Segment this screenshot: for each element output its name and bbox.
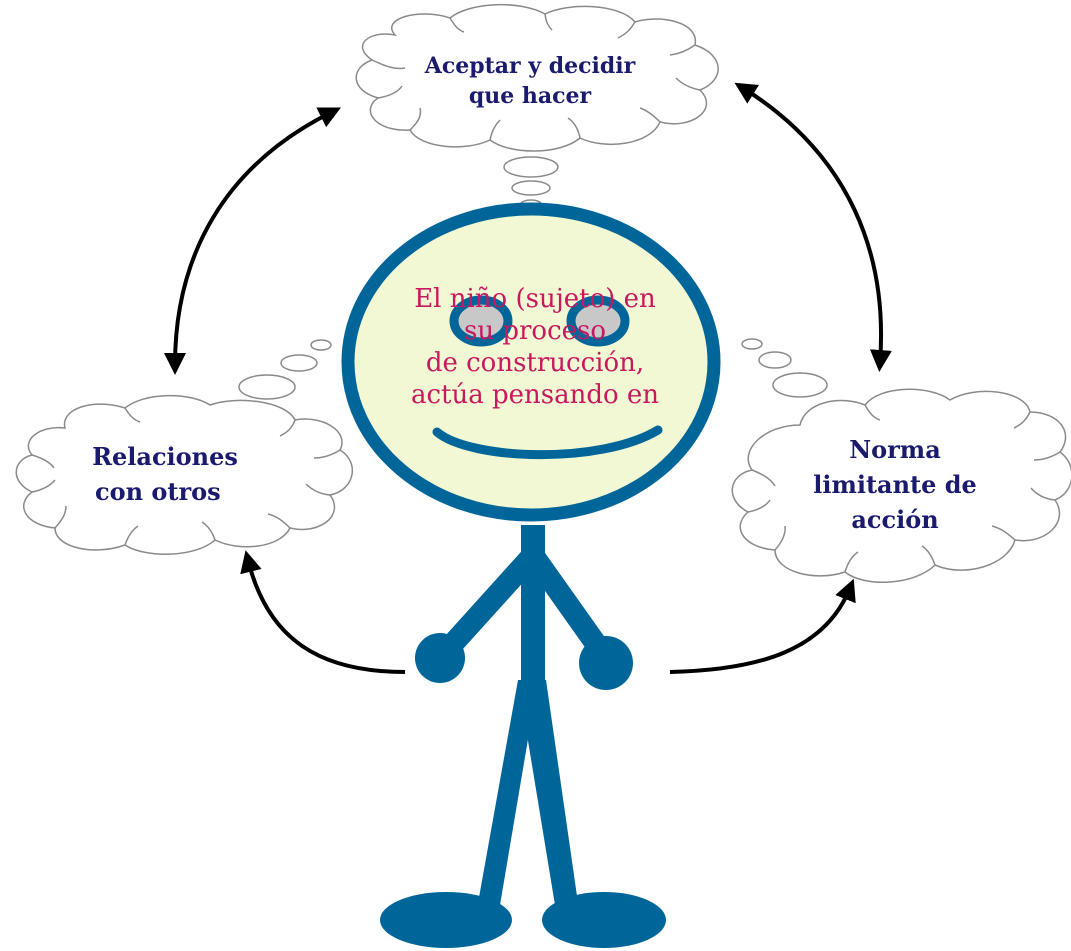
figure-left-leg bbox=[478, 680, 538, 905]
cloud-top bbox=[355, 3, 719, 152]
cloud-right-line1: Norma bbox=[849, 435, 941, 464]
figure-left-hand bbox=[415, 633, 465, 683]
cloud-top-line2: que hacer bbox=[468, 82, 592, 109]
figure-left-foot bbox=[380, 892, 512, 948]
face-line1: El niño (sujeto) en bbox=[414, 284, 656, 314]
arrow-figure-to-right bbox=[669, 578, 856, 674]
face-line4: actúa pensando en bbox=[410, 379, 660, 410]
cloud-top-line1: Aceptar y decidir bbox=[424, 53, 636, 79]
cloud-right-line2: limitante de bbox=[813, 469, 977, 499]
cloud-left-label: Relaciones con otros bbox=[75, 440, 255, 510]
thought-bubbles-top bbox=[503, 156, 559, 209]
face-line3: de construcción, bbox=[425, 347, 645, 378]
cloud-left bbox=[15, 394, 354, 555]
arrow-left-top bbox=[164, 107, 341, 375]
figure-left-eye bbox=[449, 295, 513, 347]
figure-right-foot bbox=[542, 892, 666, 948]
arrow-top-right bbox=[734, 82, 892, 372]
cloud-right-line3: acción bbox=[851, 504, 939, 534]
arrow-figure-to-left bbox=[240, 550, 406, 674]
stick-figure bbox=[341, 202, 721, 948]
face-text: El niño (sujeto) en su proceso de constr… bbox=[385, 284, 685, 412]
thought-bubbles-left bbox=[238, 339, 332, 400]
figure-right-leg bbox=[518, 680, 578, 905]
figure-right-hand bbox=[579, 636, 633, 690]
thought-bubbles-right bbox=[741, 338, 828, 398]
cloud-right-label: Norma limitante de acción bbox=[800, 433, 990, 537]
figure-smile bbox=[432, 425, 663, 460]
face-line2: su proceso bbox=[463, 315, 607, 346]
cloud-left-line1: Relaciones bbox=[92, 442, 238, 471]
figure-right-eye bbox=[566, 295, 630, 347]
cloud-top-label: Aceptar y decidir que hacer bbox=[380, 52, 680, 111]
cloud-left-line2: con otros bbox=[95, 476, 221, 506]
cloud-right bbox=[731, 388, 1071, 583]
